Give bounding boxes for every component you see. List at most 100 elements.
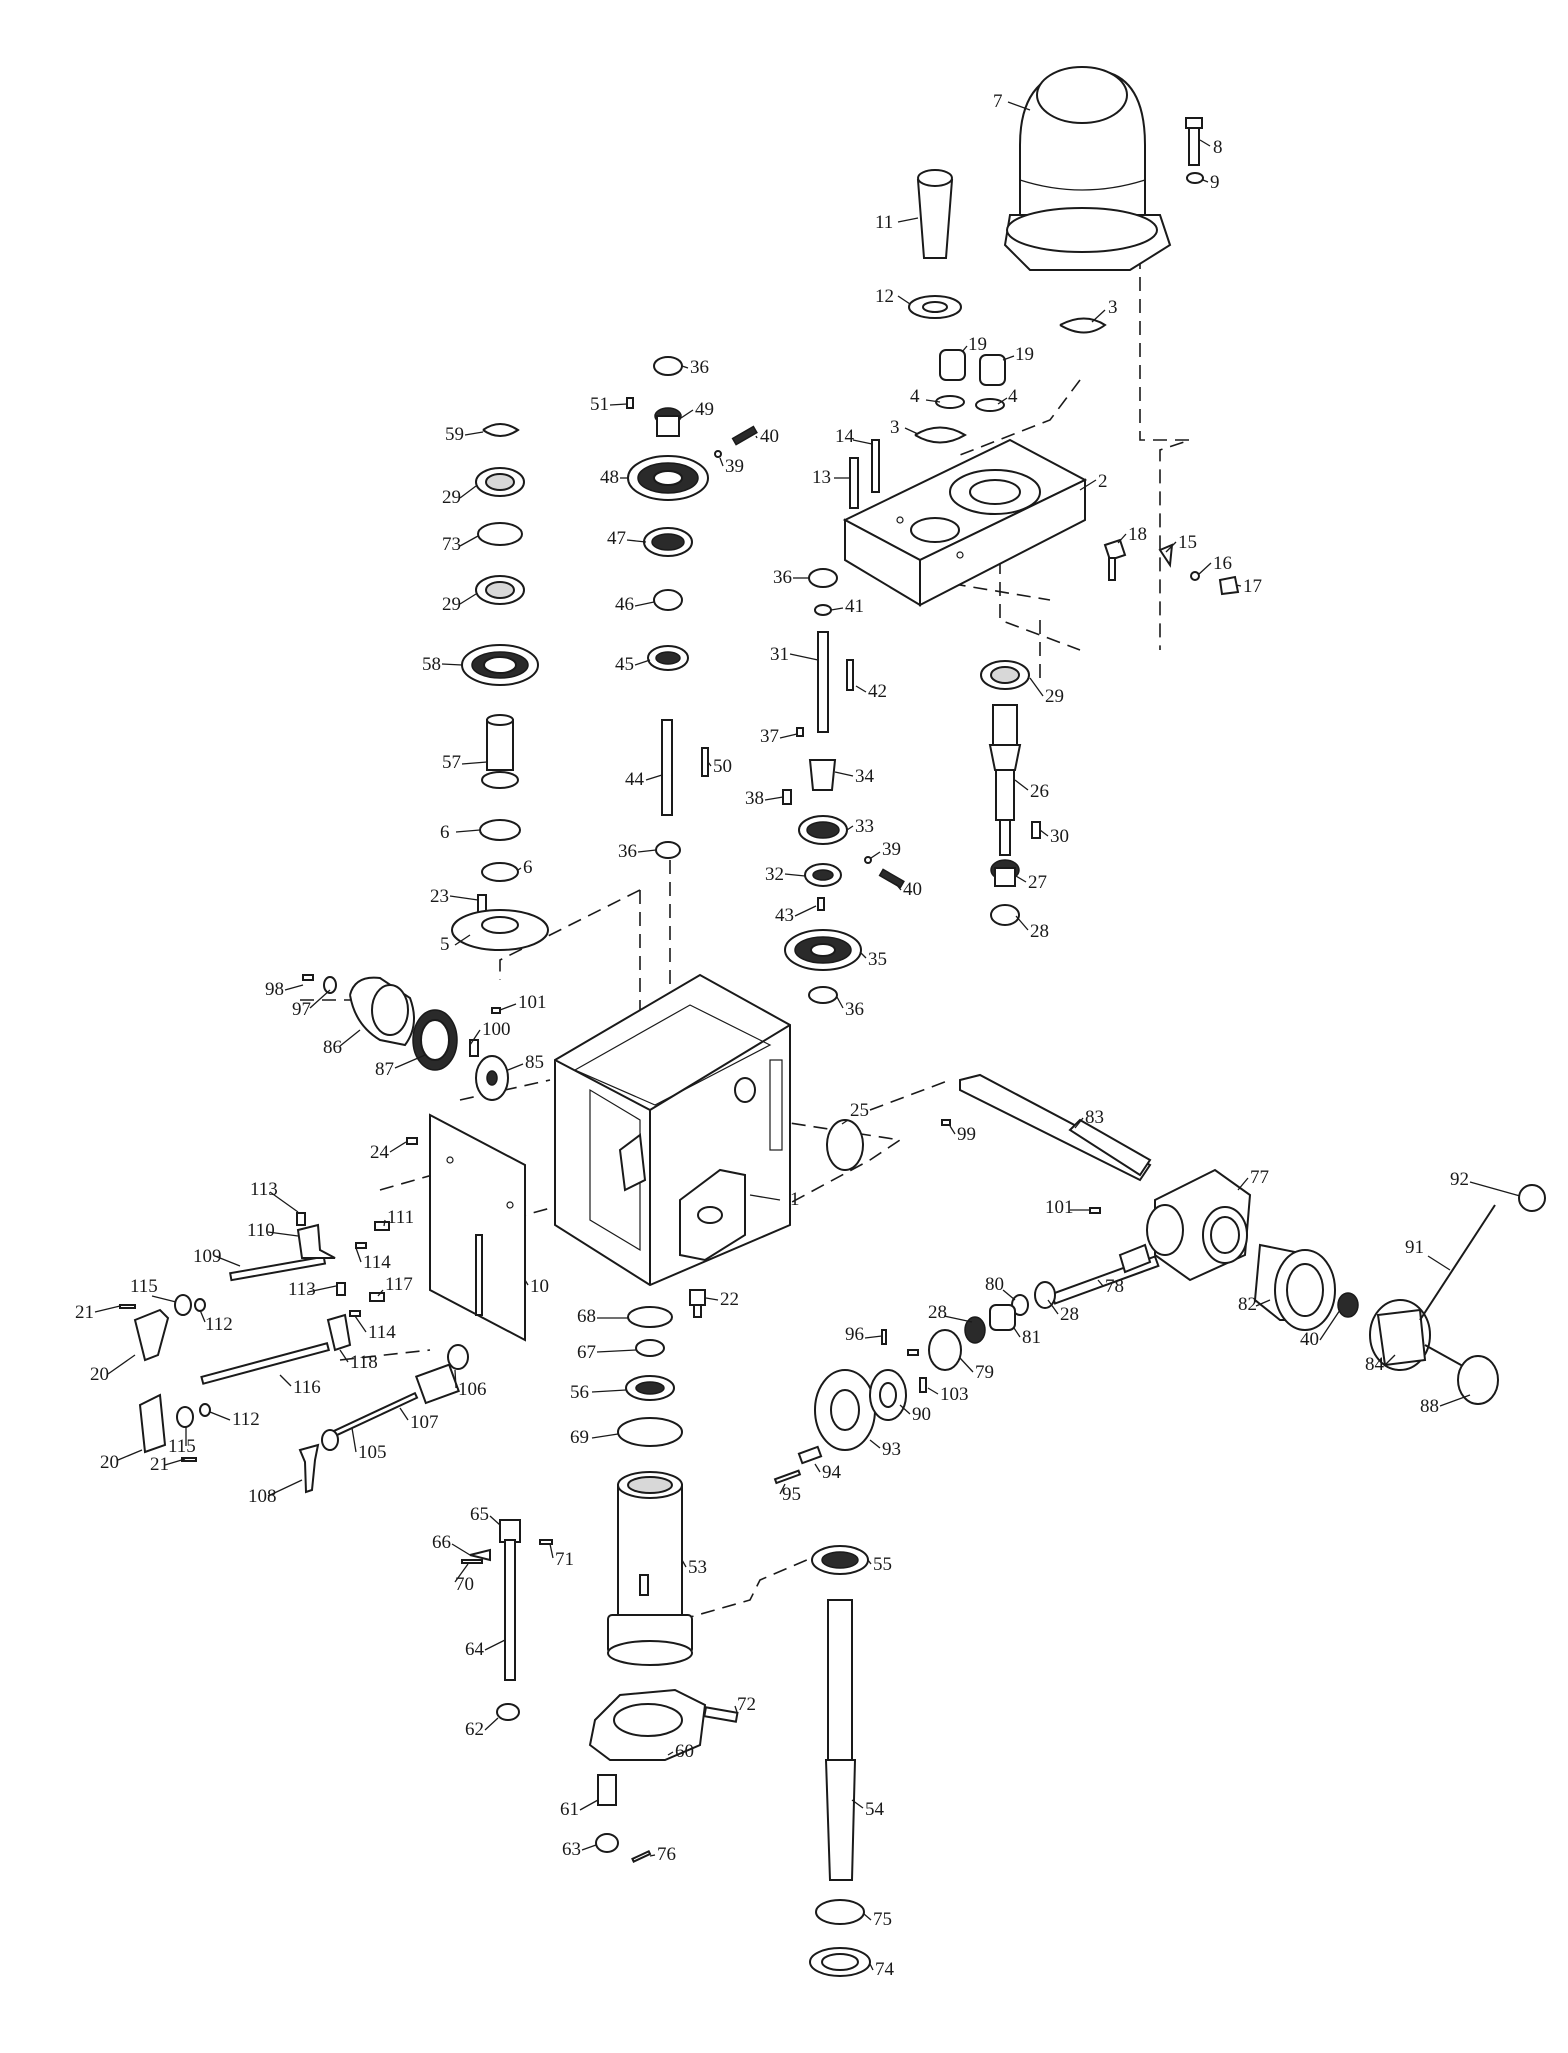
leader-line-c-66 (451, 1543, 471, 1556)
callout-c-113a: 113 (250, 1179, 278, 1200)
leader-line-c-71 (549, 1543, 554, 1559)
leader-line-c-113b (307, 1285, 337, 1293)
small-screws (406, 1007, 1101, 1214)
callout-c-13: 13 (812, 467, 831, 488)
depth-rod-group (461, 1519, 553, 1721)
callout-c-43: 43 (775, 905, 794, 926)
callout-c-12: 12 (875, 286, 894, 307)
callout-c-110: 110 (247, 1220, 275, 1241)
callout-c-94: 94 (822, 1462, 842, 1483)
leader-line-c-49 (680, 409, 694, 419)
callout-c-96: 96 (845, 1324, 864, 1345)
callout-c-90: 90 (912, 1404, 931, 1425)
leader-line-c-53 (681, 1559, 687, 1568)
leader-line-c-27 (1015, 875, 1027, 883)
callout-c-72: 72 (737, 1694, 756, 1715)
callout-c-103: 103 (940, 1384, 969, 1405)
callout-c-28c: 28 (928, 1302, 947, 1323)
leader-line-c-54 (851, 1799, 864, 1809)
leader-line-c-57 (461, 761, 488, 765)
callout-c-63: 63 (562, 1839, 581, 1860)
callout-c-91: 91 (1405, 1237, 1424, 1258)
leader-line-c-16 (1197, 562, 1212, 576)
callout-c-62: 62 (465, 1719, 484, 1740)
leader-line-c-42 (855, 685, 867, 693)
callout-c-29b: 29 (442, 487, 461, 508)
leader-line-c-90 (899, 1404, 911, 1415)
callout-c-35: 35 (868, 949, 887, 970)
callout-c-29c: 29 (442, 594, 461, 615)
leader-line-c-114a (355, 1247, 362, 1263)
quill-group (607, 1289, 706, 1666)
leader-line-c-110 (267, 1231, 299, 1237)
leader-line-c-107 (399, 1407, 409, 1421)
callout-c-87: 87 (375, 1059, 394, 1080)
callout-c-101a: 101 (518, 992, 547, 1013)
handwheel-84-assembly (1369, 1184, 1546, 1405)
callout-c-112a: 112 (205, 1314, 233, 1335)
callout-c-111: 111 (387, 1207, 414, 1228)
leader-line-c-15 (1165, 541, 1177, 553)
callout-c-76: 76 (657, 1844, 676, 1865)
left-gear-stack (451, 423, 549, 951)
leader-line-c-19a (961, 345, 968, 353)
leader-line-c-86 (339, 1029, 361, 1047)
leader-line-c-29a (1029, 677, 1044, 697)
leader-line-c-75 (863, 1913, 872, 1921)
leader-line-c-85 (507, 1063, 524, 1071)
callout-c-42: 42 (868, 681, 887, 702)
leader-line-c-4a (925, 399, 941, 403)
leader-line-c-60 (667, 1751, 674, 1756)
callout-c-28a: 28 (1030, 921, 1049, 942)
leader-line-c-112b (209, 1411, 231, 1421)
leader-line-c-46 (634, 601, 655, 607)
leader-line-c-50 (707, 761, 712, 767)
callout-c-11: 11 (875, 212, 893, 233)
callout-c-114a: 114 (363, 1252, 391, 1273)
leader-line-c-9 (1202, 179, 1209, 183)
callout-c-84: 84 (1365, 1354, 1385, 1375)
leader-line-c-58 (441, 663, 463, 666)
leader-line-c-82 (1255, 1299, 1271, 1307)
leader-line-c-80 (1002, 1289, 1016, 1301)
callout-c-20a: 20 (90, 1364, 109, 1385)
leader-line-c-28a (1015, 915, 1029, 931)
callout-c-26: 26 (1030, 781, 1049, 802)
motor-bolt (1185, 117, 1204, 184)
leader-line-c-32 (784, 873, 806, 877)
callout-c-51: 51 (590, 394, 609, 415)
callout-c-116: 116 (293, 1377, 321, 1398)
leader-line-c-69 (591, 1433, 619, 1439)
callout-c-33: 33 (855, 816, 874, 837)
bearing-group-28-81 (964, 1281, 1056, 1344)
leader-line-c-76 (649, 1854, 656, 1857)
leader-line-c-30 (1039, 829, 1049, 837)
snap-rings-plugs (914, 317, 1107, 444)
callout-c-4b: 4 (1008, 386, 1018, 407)
callout-c-40a: 40 (760, 426, 779, 447)
callout-c-86: 86 (323, 1037, 342, 1058)
callout-c-75: 75 (873, 1909, 892, 1930)
callout-c-81: 81 (1022, 1327, 1041, 1348)
leader-line-c-118 (339, 1349, 349, 1363)
callout-c-7: 7 (993, 91, 1003, 112)
leader-line-c-51 (609, 403, 628, 406)
callout-c-8: 8 (1213, 137, 1223, 158)
leader-line-c-64 (484, 1639, 506, 1651)
callout-c-54: 54 (865, 1799, 885, 1820)
callout-c-109: 109 (193, 1246, 222, 1267)
callout-c-47: 47 (607, 528, 626, 549)
callout-c-20b: 20 (100, 1452, 119, 1473)
center-shaft-stack (626, 356, 709, 859)
front-cover-plate (429, 1113, 526, 1342)
leader-line-c-23 (449, 895, 479, 901)
callout-c-37: 37 (760, 726, 779, 747)
leader-line-c-12 (897, 295, 911, 305)
leader-line-c-88 (1439, 1394, 1471, 1407)
leader-line-c-41 (830, 607, 844, 611)
callout-c-18: 18 (1128, 524, 1147, 545)
motor (1003, 66, 1172, 271)
leader-line-c-55 (867, 1559, 872, 1565)
leader-line-c-62 (484, 1717, 499, 1731)
